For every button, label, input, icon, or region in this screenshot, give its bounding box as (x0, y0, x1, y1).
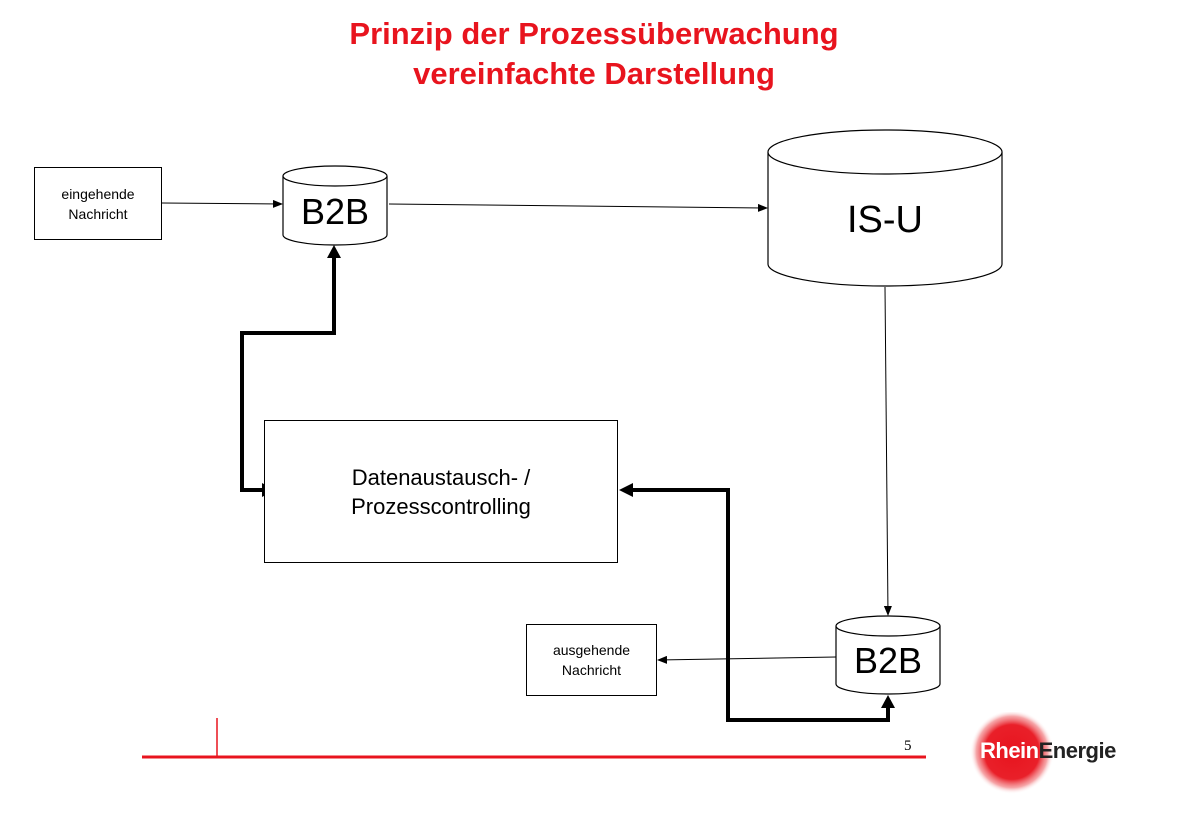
arrow-b2b-to-outgoing (657, 655, 837, 664)
controlling-line-1: Datenaustausch- / (351, 464, 531, 490)
b2b-bottom-label: B2B (853, 640, 923, 681)
controlling-line-2: Prozesscontrolling (351, 493, 531, 519)
thick-arrowhead-controlling-right (619, 483, 633, 497)
thick-arrowhead-b2b-bottom (881, 695, 895, 708)
outgoing-line-1: ausgehende (552, 642, 631, 658)
incoming-line-1: eingehende (61, 185, 135, 202)
outgoing-line-2: Nachricht (561, 662, 622, 678)
b2b-top-label: B2B (300, 191, 370, 232)
page-number: 5 (904, 738, 912, 754)
thick-arrow-to-controlling-right (633, 488, 890, 722)
arrow-incoming-to-b2b (161, 199, 283, 208)
thick-arrow-to-controlling-left (240, 250, 336, 492)
logo-part-2: Energie (1038, 738, 1117, 763)
slide-title: Prinzip der Prozessüberwachung vereinfac… (0, 14, 1188, 94)
outgoing-message-box: ausgehende Nachricht (526, 624, 657, 696)
logo-burst-icon (970, 712, 1054, 794)
controlling-box: Datenaustausch- / Prozesscontrolling (264, 420, 618, 563)
logo-wordmark: RheinEnergie (980, 738, 1116, 764)
b2b-top-cylinder (282, 165, 388, 246)
title-line-1: Prinzip der Prozessüberwachung (349, 16, 839, 51)
incoming-message-box: eingehende Nachricht (34, 167, 162, 240)
arrow-isu-to-b2b (883, 286, 892, 616)
isu-label: IS-U (847, 199, 923, 241)
logo-part-1: Rhein (980, 738, 1039, 763)
arrow-b2b-to-isu (388, 203, 768, 212)
isu-cylinder (767, 129, 1003, 287)
b2b-bottom-cylinder (835, 615, 941, 695)
rheinenergie-logo: RheinEnergie (964, 712, 1144, 798)
incoming-line-2: Nachricht (68, 205, 128, 222)
title-line-2: vereinfachte Darstellung (413, 56, 775, 91)
thick-arrowhead-b2b-top (327, 245, 341, 258)
